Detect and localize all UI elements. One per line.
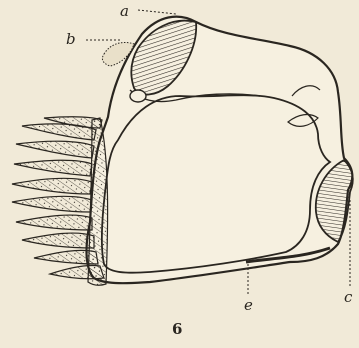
figure-number: 6 bbox=[172, 322, 182, 337]
label-c: c bbox=[344, 290, 352, 305]
label-a: a bbox=[120, 4, 129, 19]
label-b: b bbox=[66, 32, 76, 47]
small-node bbox=[130, 90, 146, 102]
label-e: e bbox=[244, 298, 253, 313]
comb-base bbox=[88, 118, 108, 285]
